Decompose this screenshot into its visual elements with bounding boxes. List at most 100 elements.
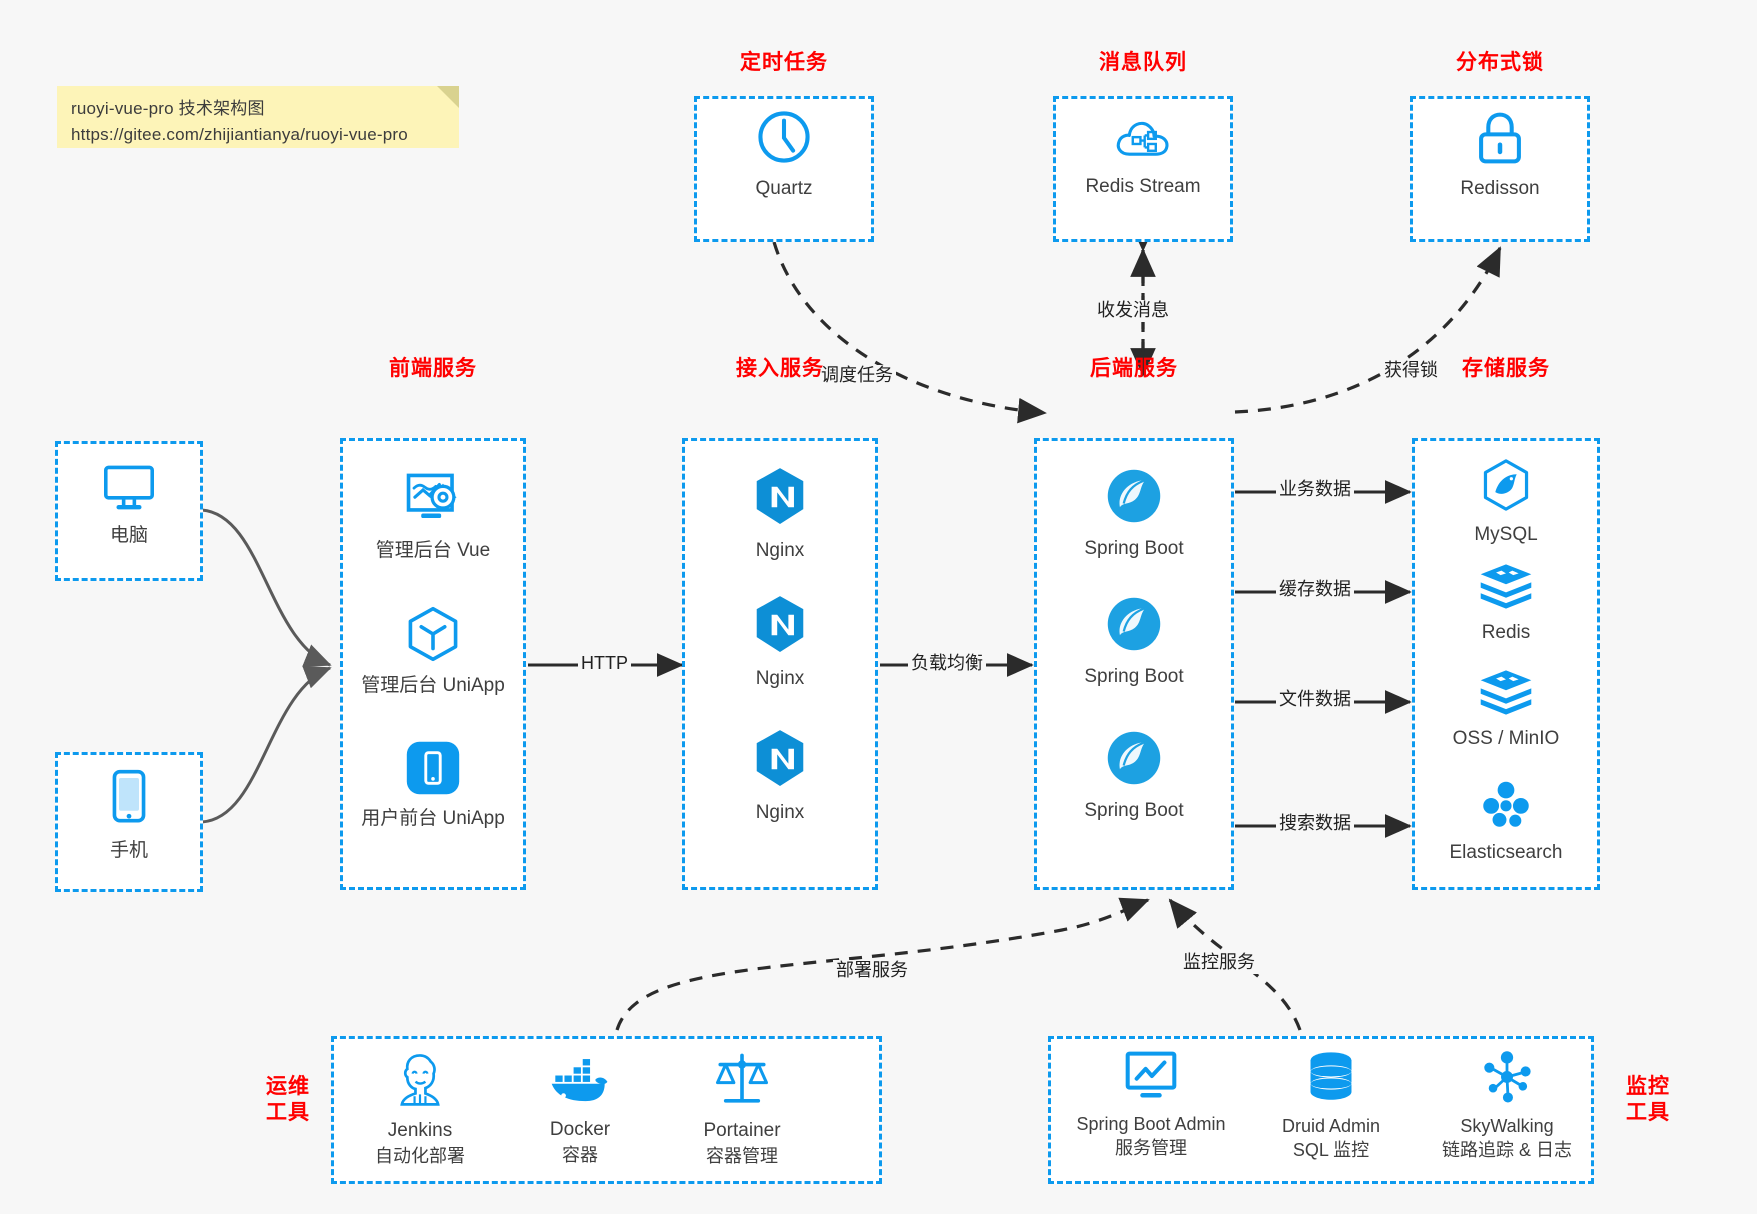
edge-label-monitor-service: 监控服务 bbox=[1180, 952, 1258, 974]
node-springboot-1[interactable]: Spring Boot bbox=[1034, 466, 1234, 562]
node-jenkins[interactable]: Jenkins 自动化部署 bbox=[340, 1050, 500, 1168]
node-label: SkyWalking bbox=[1460, 1116, 1554, 1136]
scales-icon bbox=[713, 1050, 771, 1113]
note-title: ruoyi-vue-pro 技术架构图 bbox=[71, 99, 265, 118]
docker-icon bbox=[548, 1055, 612, 1112]
ops-tools-title-line2: 工具 bbox=[266, 1101, 310, 1125]
redis-icon bbox=[1478, 562, 1534, 615]
node-pc[interactable]: 电脑 bbox=[55, 463, 203, 549]
mobile-icon bbox=[109, 768, 149, 833]
note-fold-corner bbox=[437, 86, 459, 108]
node-springboot-2[interactable]: Spring Boot bbox=[1034, 594, 1234, 690]
monitor-chart-icon bbox=[1122, 1050, 1180, 1107]
group-title-frontend: 前端服务 bbox=[389, 357, 477, 380]
node-label: 管理后台 Vue bbox=[375, 540, 491, 561]
node-sublabel: 自动化部署 bbox=[375, 1145, 465, 1166]
node-admin-vue[interactable]: 管理后台 Vue bbox=[340, 470, 526, 564]
node-docker[interactable]: Docker 容器 bbox=[500, 1055, 660, 1167]
lock-icon bbox=[1473, 110, 1527, 171]
node-sublabel: 容器 bbox=[562, 1144, 598, 1165]
node-mysql[interactable]: MySQL bbox=[1412, 458, 1600, 548]
monitor-tools-title-line2: 工具 bbox=[1626, 1101, 1670, 1125]
edge-label-search-data: 搜索数据 bbox=[1276, 813, 1354, 835]
node-redis[interactable]: Redis bbox=[1412, 562, 1600, 646]
elasticsearch-icon bbox=[1479, 778, 1533, 835]
monitor-tools-title-line1: 监控 bbox=[1626, 1075, 1670, 1098]
spring-icon bbox=[1104, 594, 1164, 659]
node-sublabel: SQL 监控 bbox=[1292, 1140, 1370, 1161]
node-label: 手机 bbox=[109, 840, 148, 861]
edge-label-schedule-task: 调度任务 bbox=[818, 365, 896, 387]
node-druid-admin[interactable]: Druid Admin SQL 监控 bbox=[1246, 1050, 1416, 1163]
cube-icon bbox=[405, 605, 461, 668]
node-label: Redis bbox=[1481, 622, 1531, 643]
node-label: Spring Boot bbox=[1084, 666, 1184, 687]
node-label: MySQL bbox=[1474, 524, 1538, 545]
node-quartz[interactable]: Quartz bbox=[694, 108, 874, 202]
node-label: Spring Boot Admin bbox=[1076, 1114, 1226, 1134]
node-springboot-3[interactable]: Spring Boot bbox=[1034, 728, 1234, 824]
oss-icon bbox=[1478, 668, 1534, 721]
node-label: Jenkins bbox=[387, 1120, 453, 1141]
node-label: Spring Boot bbox=[1084, 800, 1184, 821]
group-title-scheduled-task: 定时任务 bbox=[740, 51, 828, 74]
dashboard-gear-icon bbox=[401, 470, 465, 533]
edge-label-send-receive-msg: 收发消息 bbox=[1094, 300, 1172, 322]
node-label: Elasticsearch bbox=[1449, 842, 1563, 863]
group-box-phone bbox=[55, 752, 203, 892]
ops-tools-title-line1: 运维 bbox=[266, 1075, 310, 1098]
edge-label-deploy-service: 部署服务 bbox=[833, 960, 911, 982]
spring-icon bbox=[1104, 466, 1164, 531]
database-icon bbox=[1304, 1050, 1358, 1109]
group-title-backend: 后端服务 bbox=[1090, 357, 1178, 380]
group-title-monitor-tools: 监控 工具 bbox=[1609, 1074, 1687, 1127]
edge-label-acquire-lock: 获得锁 bbox=[1381, 360, 1441, 382]
node-label: Spring Boot bbox=[1084, 538, 1184, 559]
group-box-storage bbox=[1412, 438, 1600, 890]
edge-label-http: HTTP bbox=[578, 653, 631, 675]
node-skywalking[interactable]: SkyWalking 链路追踪 & 日志 bbox=[1412, 1050, 1602, 1163]
node-elasticsearch[interactable]: Elasticsearch bbox=[1412, 778, 1600, 866]
spring-icon bbox=[1104, 728, 1164, 793]
diagram-note: ruoyi-vue-pro 技术架构图 https://gitee.com/zh… bbox=[57, 86, 459, 148]
node-portainer[interactable]: Portainer 容器管理 bbox=[662, 1050, 822, 1168]
node-nginx-2[interactable]: Nginx bbox=[682, 594, 878, 692]
node-nginx-1[interactable]: Nginx bbox=[682, 466, 878, 564]
nginx-icon bbox=[753, 466, 807, 533]
node-label: 用户前台 UniApp bbox=[361, 808, 505, 829]
group-title-message-queue: 消息队列 bbox=[1099, 51, 1187, 74]
node-oss[interactable]: OSS / MinIO bbox=[1412, 668, 1600, 752]
group-box-frontend bbox=[340, 438, 526, 890]
edge-label-load-balance: 负载均衡 bbox=[908, 653, 986, 675]
node-label: Redisson bbox=[1460, 178, 1540, 199]
node-redis-stream[interactable]: Redis Stream bbox=[1053, 112, 1233, 200]
group-box-backend bbox=[1034, 438, 1234, 890]
node-nginx-3[interactable]: Nginx bbox=[682, 728, 878, 826]
node-label: Nginx bbox=[755, 540, 805, 561]
phone-app-icon bbox=[405, 740, 461, 801]
node-label: Druid Admin bbox=[1281, 1116, 1381, 1136]
note-url: https://gitee.com/zhijiantianya/ruoyi-vu… bbox=[71, 125, 408, 145]
jenkins-icon bbox=[391, 1050, 449, 1113]
node-label: Docker bbox=[549, 1119, 611, 1140]
node-sublabel: 服务管理 bbox=[1115, 1138, 1187, 1159]
node-phone[interactable]: 手机 bbox=[55, 768, 203, 864]
clock-icon bbox=[755, 108, 813, 171]
node-label: OSS / MinIO bbox=[1452, 728, 1560, 749]
group-title-ops-tools: 运维 工具 bbox=[252, 1074, 324, 1127]
nginx-icon bbox=[753, 728, 807, 795]
group-title-storage: 存储服务 bbox=[1462, 357, 1550, 380]
group-box-distributed-lock bbox=[1410, 96, 1590, 242]
group-box-pc bbox=[55, 441, 203, 581]
edge-label-cache-data: 缓存数据 bbox=[1276, 579, 1354, 601]
mysql-icon bbox=[1481, 458, 1531, 517]
node-spring-boot-admin[interactable]: Spring Boot Admin 服务管理 bbox=[1056, 1050, 1246, 1161]
group-title-distributed-lock: 分布式锁 bbox=[1456, 51, 1544, 74]
edge-label-business-data: 业务数据 bbox=[1276, 479, 1354, 501]
node-admin-uniapp[interactable]: 管理后台 UniApp bbox=[340, 605, 526, 699]
node-label: Quartz bbox=[755, 178, 813, 199]
node-sublabel: 链路追踪 & 日志 bbox=[1441, 1140, 1572, 1161]
node-redisson[interactable]: Redisson bbox=[1410, 110, 1590, 202]
node-user-uniapp[interactable]: 用户前台 UniApp bbox=[340, 740, 526, 832]
node-label: Nginx bbox=[755, 668, 805, 689]
